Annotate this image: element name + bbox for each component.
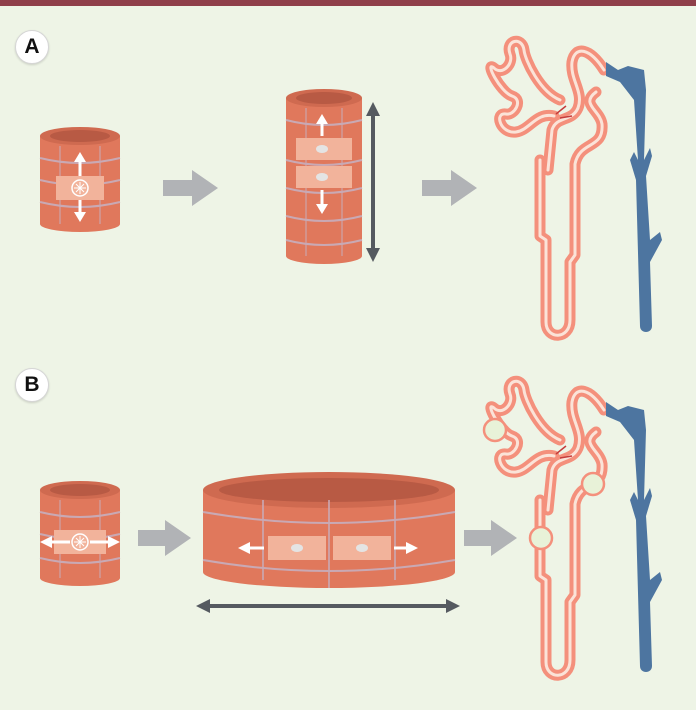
collecting-duct: [606, 402, 662, 672]
glomerulus-vessel: [555, 105, 573, 119]
cell-nucleus-icon: [316, 145, 328, 153]
width-scale-arrow: [196, 599, 460, 613]
cyst-1: [482, 417, 508, 443]
panel-label-b: B: [15, 368, 49, 402]
cell-nucleus-icon: [316, 173, 328, 181]
tubule-segment-small-a: [39, 127, 121, 232]
process-arrow-icon: [138, 520, 191, 556]
tubule-segment-small-b: [39, 481, 121, 586]
top-accent-bar: [0, 0, 696, 6]
panel-label-a: A: [15, 30, 49, 64]
process-arrow-icon: [422, 170, 477, 206]
length-scale-arrow: [366, 102, 380, 262]
nephron-cystic: [482, 375, 662, 681]
process-arrow-icon: [464, 520, 517, 556]
dividing-cell-icon: [71, 179, 89, 197]
cyst-3: [528, 525, 554, 551]
cell-nucleus-icon: [356, 544, 368, 552]
process-arrow-icon: [163, 170, 218, 206]
dividing-cell-icon: [71, 533, 89, 551]
tubule-segment-elongated: [285, 89, 363, 264]
growth-arrow-icon: [40, 536, 120, 548]
nephron-normal: [485, 35, 662, 341]
cell-nucleus-icon: [291, 544, 303, 552]
glomerulus-vessel: [555, 445, 573, 459]
cyst-2: [580, 471, 606, 497]
tubule-segment-dilated: [202, 472, 456, 588]
growth-arrow-icon: [74, 152, 86, 222]
collecting-duct: [606, 62, 662, 332]
